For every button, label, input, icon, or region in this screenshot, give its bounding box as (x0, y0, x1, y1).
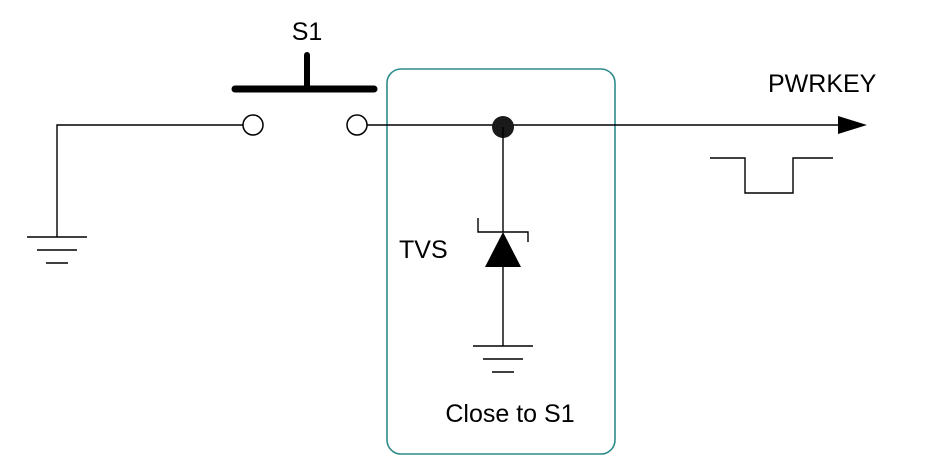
tvs-diode-symbol (477, 218, 529, 267)
placement-highlight-box (386, 68, 616, 455)
switch-label: S1 (292, 18, 323, 46)
switch-contact-left (242, 114, 264, 136)
tvs-label: TVS (399, 236, 448, 264)
pwrkey-arrow-icon (838, 116, 867, 134)
ground-wire-left (56, 124, 243, 237)
push-button-switch (231, 52, 378, 136)
ground-symbol-left (27, 236, 87, 264)
switch-contact-right (346, 114, 368, 136)
placement-note: Close to S1 (445, 400, 574, 428)
pwrkey-pulse-waveform (710, 157, 833, 194)
pwrkey-label: PWRKEY (768, 70, 877, 98)
ground-symbol-bottom (473, 345, 533, 373)
